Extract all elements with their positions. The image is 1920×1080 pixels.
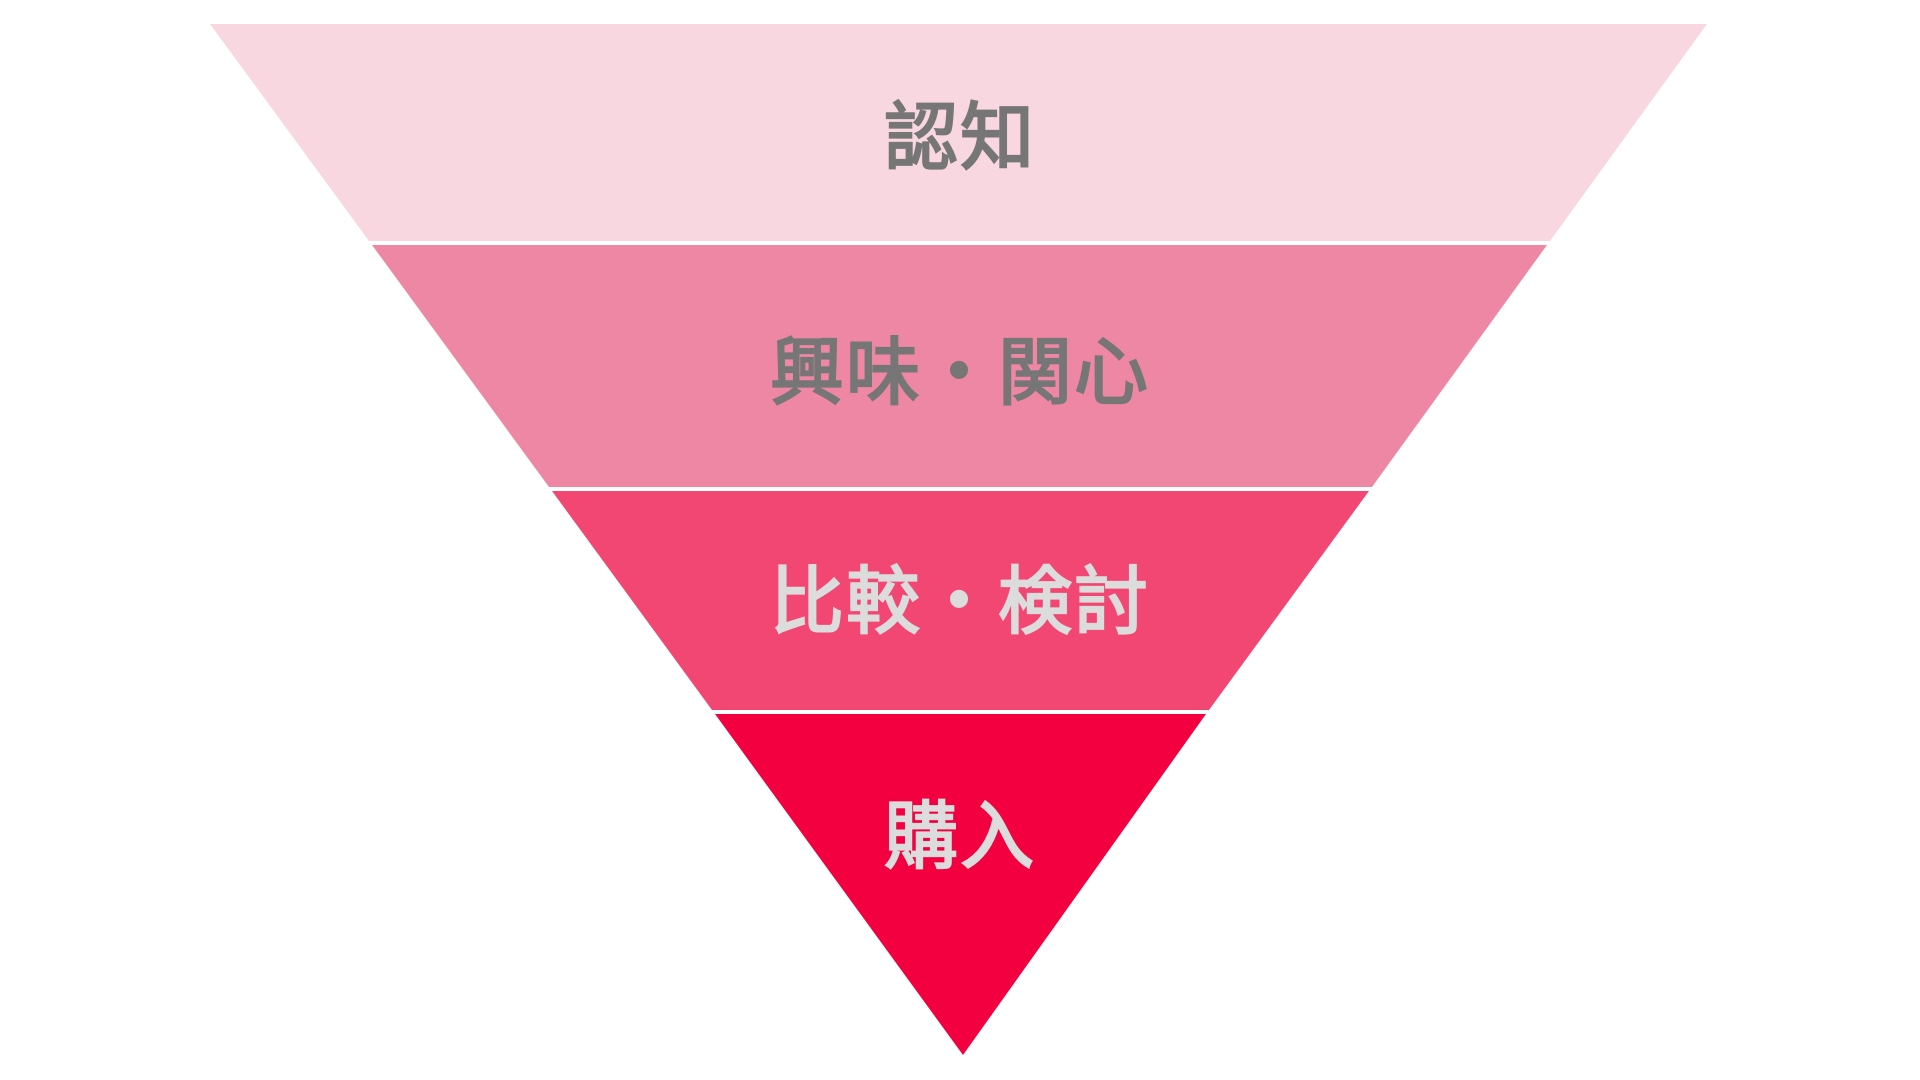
funnel-stage-comparison [552, 491, 1369, 710]
funnel-stage-purchase [715, 714, 1206, 1055]
stage-label-awareness: 認知 [884, 95, 1036, 181]
stage-label-purchase: 購入 [884, 794, 1036, 880]
funnel-stage-interest [372, 245, 1547, 487]
funnel-stage-awareness [210, 24, 1707, 241]
stage-label-comparison: 比較・検討 [770, 559, 1150, 645]
stage-label-interest: 興味・関心 [770, 330, 1150, 416]
